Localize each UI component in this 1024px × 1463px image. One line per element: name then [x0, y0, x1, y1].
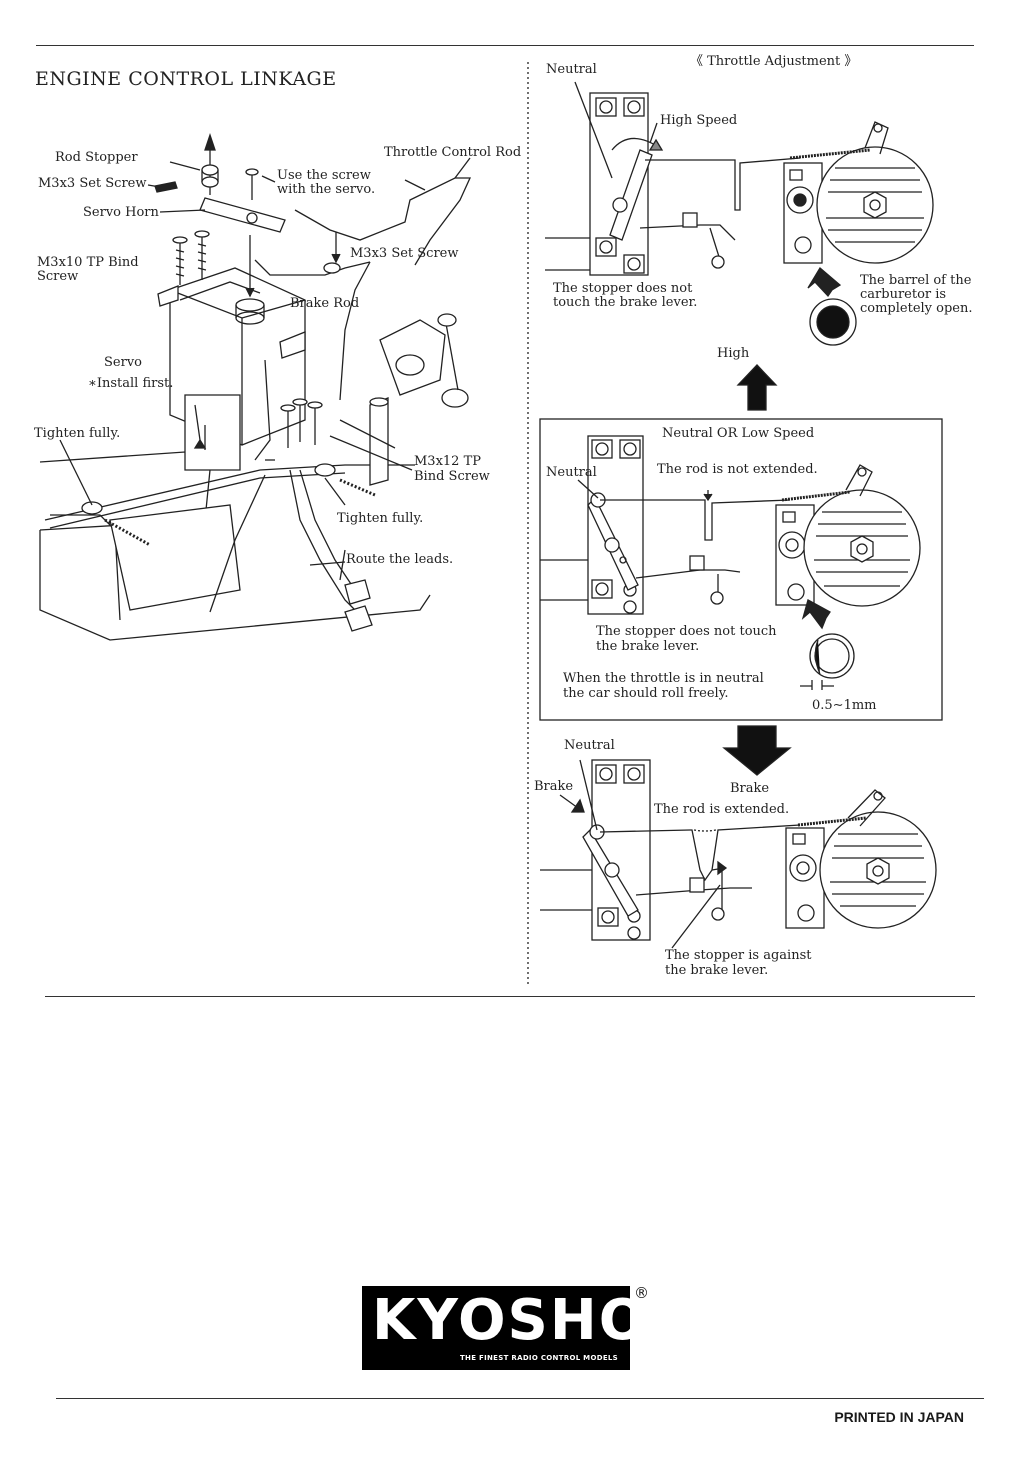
label-stopper-mid-2: the brake lever. — [596, 639, 700, 654]
label-m3x10-1: M3x10 TP Bind — [37, 255, 139, 270]
label-servo: Servo — [104, 355, 142, 370]
printed-in-japan: PRINTED IN JAPAN — [834, 1409, 964, 1425]
label-m3x12-2: Bind Screw — [414, 469, 490, 484]
label-roll-freely-2: the car should roll freely. — [563, 686, 729, 701]
label-stopper-against-2: the brake lever. — [665, 963, 769, 978]
label-servo-horn: Servo Horn — [83, 205, 159, 220]
label-high-speed: High Speed — [660, 113, 738, 128]
label-m3x3-set-screw-a: M3x3 Set Screw — [38, 176, 147, 191]
label-neutral-top: Neutral — [546, 62, 597, 77]
label-barrel-2: carburetor is — [860, 287, 947, 302]
label-throttle-control-rod: Throttle Control Rod — [384, 145, 522, 160]
label-neutral-mid: Neutral — [546, 465, 597, 480]
label-tighten-fully-a: Tighten fully. — [34, 426, 121, 441]
label-use-screw-1: Use the screw — [277, 168, 371, 183]
footer-rule — [56, 1398, 984, 1399]
label-gap: 0.5∼1mm — [812, 698, 877, 713]
page-title: ENGINE CONTROL LINKAGE — [35, 68, 337, 90]
label-brake-rod: Brake Rod — [290, 296, 360, 311]
label-stopper-mid-1: The stopper does not touch — [596, 624, 777, 639]
label-throttle-adjustment: 《 Throttle Adjustment 》 — [690, 54, 858, 69]
logo-word: KYOSHO — [372, 1288, 649, 1353]
label-m3x10-2: Screw — [37, 269, 79, 284]
label-m3x12-1: M3x12 TP — [414, 454, 482, 469]
label-neutral-bottom: Neutral — [564, 738, 615, 753]
label-use-screw-2: with the servo. — [277, 182, 376, 197]
label-tighten-fully-b: Tighten fully. — [337, 511, 424, 526]
label-brake-right: Brake — [730, 781, 770, 796]
label-barrel-1: The barrel of the — [860, 273, 972, 288]
label-route-leads: Route the leads. — [346, 552, 454, 567]
label-rod-extended: The rod is extended. — [654, 802, 790, 817]
label-brake-left: Brake — [534, 779, 574, 794]
label-install-first: ∗Install first. — [88, 376, 174, 391]
label-neutral-or-low: Neutral OR Low Speed — [662, 426, 815, 441]
label-m3x3-set-screw-b: M3x3 Set Screw — [350, 246, 459, 261]
label-roll-freely-1: When the throttle is in neutral — [563, 671, 764, 686]
label-stopper-not-touch-2: touch the brake lever. — [553, 295, 698, 310]
registered-mark: ® — [634, 1284, 649, 1302]
label-stopper-not-touch-1: The stopper does not — [553, 281, 693, 296]
label-rod-not-extended: The rod is not extended. — [657, 462, 818, 477]
label-barrel-3: completely open. — [860, 301, 973, 316]
label-high: High — [717, 346, 750, 361]
logo-tagline: THE FINEST RADIO CONTROL MODELS — [459, 1354, 618, 1362]
kyosho-logo: KYOSHO THE FINEST RADIO CONTROL MODELS — [362, 1286, 649, 1370]
top-rule — [36, 45, 974, 46]
label-rod-stopper: Rod Stopper — [55, 150, 138, 165]
middle-rule — [45, 996, 975, 997]
label-stopper-against-1: The stopper is against — [665, 948, 812, 963]
